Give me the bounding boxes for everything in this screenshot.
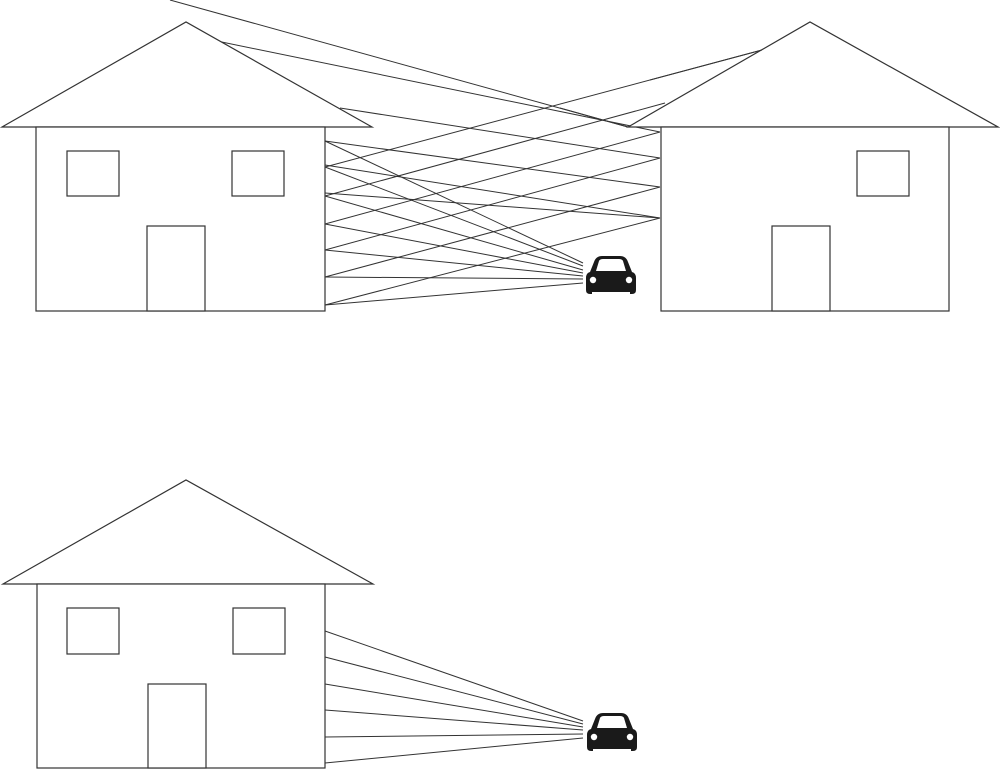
ray [324, 656, 584, 725]
house-icon [0, 479, 376, 585]
ray [324, 166, 584, 267]
car-headlight [589, 276, 597, 284]
window [856, 150, 910, 197]
ray [211, 39, 661, 133]
top-rays [169, 0, 763, 306]
bottom-rays [324, 630, 584, 764]
car-icon [587, 713, 637, 751]
car-headlight [590, 733, 598, 741]
door [146, 225, 206, 312]
ray [324, 223, 584, 274]
ray [324, 140, 661, 188]
ray [324, 276, 584, 280]
ray [324, 630, 584, 722]
ray [324, 737, 584, 764]
window [232, 607, 286, 655]
ray [559, 107, 629, 128]
ray [324, 186, 661, 278]
window [66, 150, 120, 197]
door [771, 225, 831, 312]
house-left-top [0, 21, 375, 312]
ray [324, 102, 666, 197]
ray [324, 195, 584, 271]
ray [324, 140, 584, 264]
car-icon [586, 256, 636, 294]
car-windshield [597, 716, 627, 728]
house-icon [625, 21, 1000, 128]
ray [324, 192, 661, 219]
top-panel [0, 0, 1000, 312]
ray [324, 709, 584, 731]
ray [324, 733, 584, 738]
house-icon [0, 21, 375, 128]
ray [324, 131, 661, 225]
car-headlight [625, 276, 633, 284]
top-rays-over-roof [559, 49, 763, 128]
ray [324, 157, 661, 251]
ray [324, 249, 584, 277]
door [147, 683, 207, 769]
house-left-bottom [0, 479, 376, 769]
car-windshield [596, 259, 626, 271]
ray [339, 107, 661, 159]
car-headlight [626, 733, 634, 741]
ray [649, 49, 763, 81]
ray [324, 683, 584, 728]
ray [324, 217, 661, 306]
window [231, 150, 285, 197]
window [66, 607, 120, 655]
ray [169, 0, 629, 128]
ray [324, 164, 661, 219]
ray [324, 282, 584, 306]
house-right-top [625, 21, 1000, 312]
bottom-panel [0, 479, 637, 769]
